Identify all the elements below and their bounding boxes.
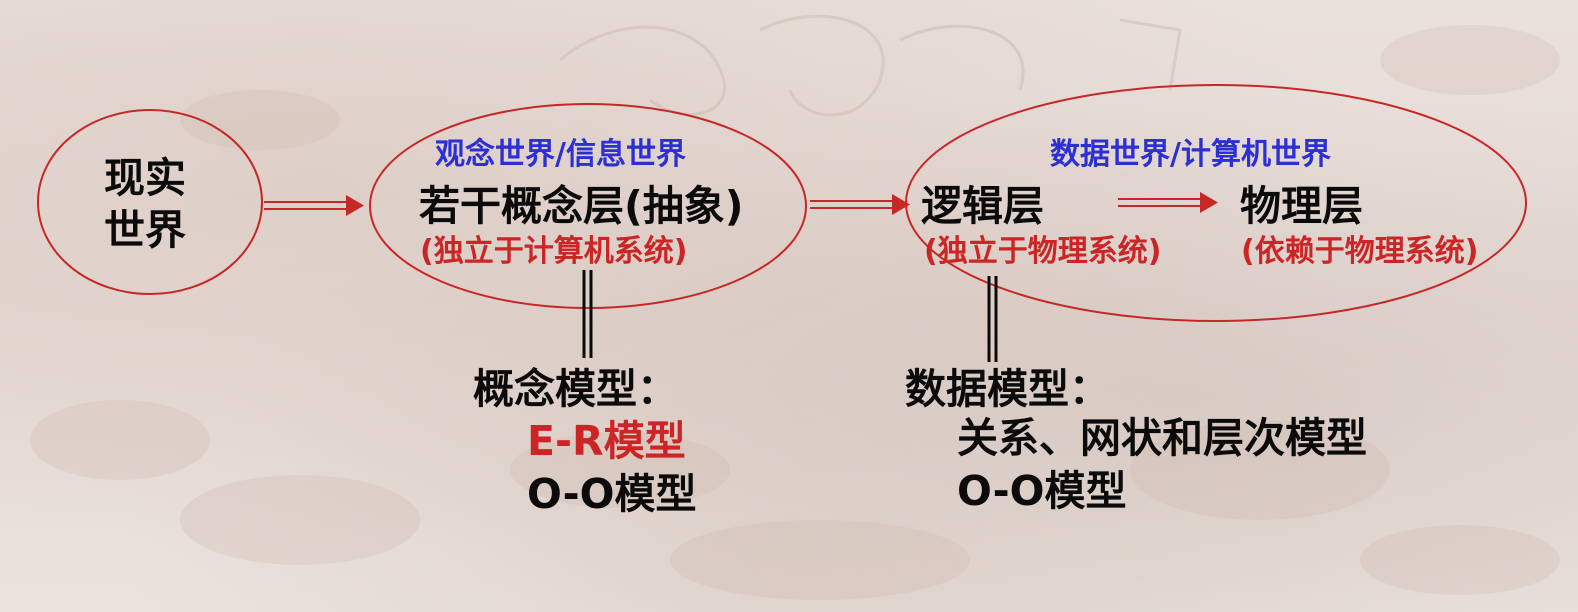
conceptual-model-title: 概念模型： — [473, 365, 678, 413]
conceptual-world-ellipse — [369, 103, 807, 309]
arrow-logical-to-physical — [1118, 192, 1218, 213]
data-world-header: 数据世界/计算机世界 — [1050, 137, 1331, 172]
conceptual-world-header: 观念世界/信息世界 — [435, 137, 686, 172]
connector-data-model — [987, 276, 998, 362]
real-world-label-line1: 现实 — [104, 154, 186, 202]
arrow-real-to-conceptual — [264, 195, 364, 216]
physical-layer-note: (依赖于物理系统) — [1241, 234, 1479, 269]
conceptual-model-oo: O-O模型 — [527, 470, 697, 518]
physical-layer-label: 物理层 — [1240, 182, 1363, 230]
data-model-title: 数据模型： — [905, 365, 1110, 413]
logical-layer-note: (独立于物理系统) — [924, 234, 1162, 269]
conceptual-model-er: E-R模型 — [527, 417, 686, 465]
data-model-relational: 关系、网状和层次模型 — [957, 414, 1367, 462]
conceptual-layer-note: (独立于计算机系统) — [420, 234, 688, 269]
connector-conceptual-model — [582, 270, 593, 358]
logical-layer-label: 逻辑层 — [921, 182, 1044, 230]
real-world-ellipse — [37, 109, 263, 295]
data-model-oo: O-O模型 — [957, 467, 1127, 515]
arrow-conceptual-to-logical — [810, 194, 910, 215]
conceptual-layer-label: 若干概念层(抽象) — [419, 182, 744, 230]
real-world-label-line2: 世界 — [104, 206, 186, 254]
